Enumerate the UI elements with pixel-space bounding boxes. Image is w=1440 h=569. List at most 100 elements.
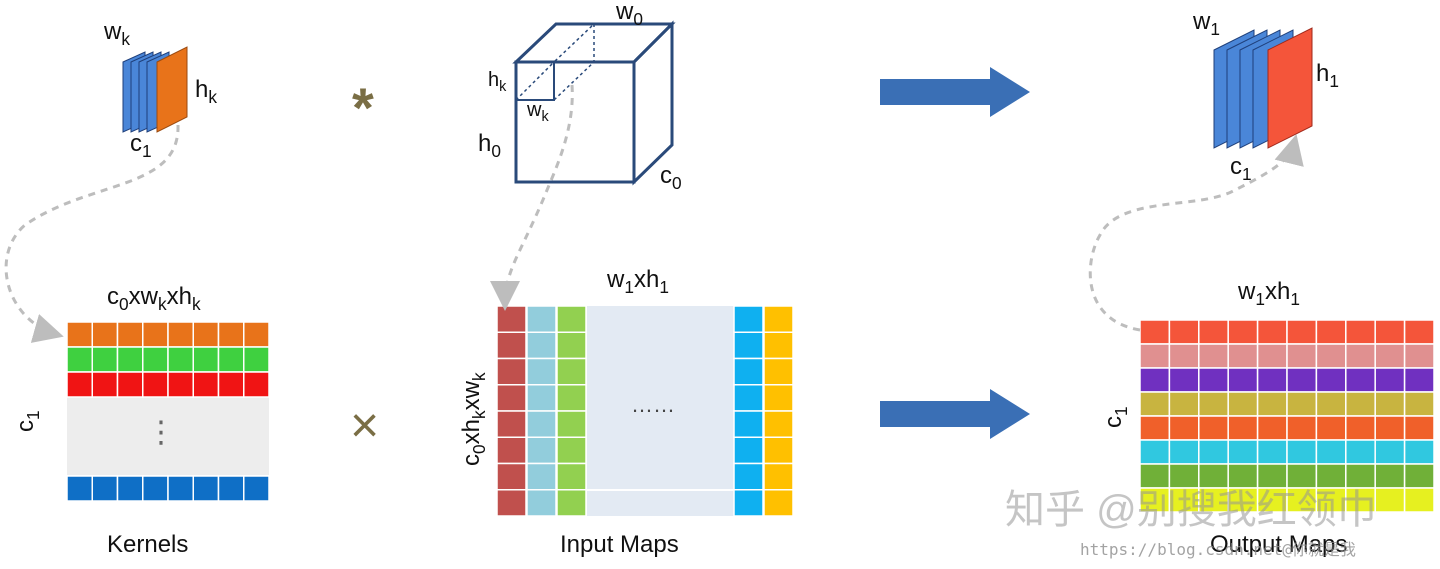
input-cell: [496, 489, 527, 517]
output-cell: [1315, 487, 1347, 513]
input-cell: [733, 462, 764, 491]
input-cell: [733, 384, 764, 412]
kernel-cell: [66, 321, 93, 348]
kernel-cell: [142, 371, 169, 398]
input-cell: [496, 305, 527, 333]
input-cell: [496, 462, 527, 491]
output-cell: [1227, 367, 1259, 393]
kernel-cell: [91, 475, 119, 502]
output-cell: [1374, 487, 1406, 513]
output-cell: [1256, 415, 1288, 441]
output-cell: [1198, 367, 1229, 393]
output-cell: [1198, 415, 1229, 441]
output-cell: [1198, 343, 1229, 369]
kernel-cell: [91, 371, 119, 398]
output-width-label: w1: [1193, 8, 1220, 40]
output-cell: [1403, 415, 1435, 441]
output-cell: [1168, 439, 1200, 465]
kernel-cell: [116, 321, 144, 348]
input-height-label: h0: [478, 130, 501, 162]
output-cell: [1139, 367, 1171, 393]
output-channels-label: c1: [1230, 153, 1252, 185]
output-cell: [1403, 391, 1435, 417]
output-cell: [1374, 319, 1406, 345]
output-height-label: h1: [1316, 60, 1339, 92]
output-cell: [1345, 487, 1376, 513]
output-cell: [1403, 319, 1435, 345]
output-cell: [1403, 487, 1435, 513]
output-cell: [1374, 367, 1406, 393]
kernel-cell: [142, 321, 169, 348]
input-width-label: w0: [616, 0, 643, 30]
input-cell: [526, 462, 557, 491]
input-maps-caption: Input Maps: [560, 531, 679, 558]
output-cell: [1227, 439, 1259, 465]
output-cell: [1168, 415, 1200, 441]
output-cell: [1286, 319, 1318, 345]
kernel-cell: [243, 371, 270, 398]
output-matrix-top-label: w1xh1: [1238, 278, 1300, 310]
output-cell: [1345, 439, 1376, 465]
kernel-cell: [167, 346, 194, 373]
window-width-label: wk: [527, 99, 549, 126]
output-cell: [1403, 439, 1435, 465]
input-cell: [733, 489, 764, 517]
input-cell: [556, 436, 587, 465]
input-cell: [496, 357, 527, 386]
output-cell: [1374, 463, 1406, 489]
arrow-to-output-matrix: [880, 389, 1030, 439]
kernels-matrix-side-label: c1: [12, 410, 44, 432]
output-cell: [1256, 319, 1288, 345]
input-matrix-side-label: c0xhkxwk: [458, 372, 490, 466]
input-cell: [526, 384, 557, 412]
output-cell: [1345, 343, 1376, 369]
input-cell: [733, 305, 764, 333]
kernel-cell: [217, 321, 245, 348]
kernel-cell: [192, 371, 220, 398]
output-cell: [1198, 391, 1229, 417]
kernel-cell: [243, 475, 270, 502]
output-cell: [1256, 367, 1288, 393]
output-cell: [1168, 463, 1200, 489]
input-cell: [763, 436, 794, 465]
kernel-cell: [243, 346, 270, 373]
output-cell: [1198, 439, 1229, 465]
dashed-arrow-input: [490, 84, 574, 311]
output-maps-caption: Output Maps: [1210, 531, 1348, 558]
input-channels-label: c0: [660, 162, 682, 194]
input-cell: [733, 410, 764, 438]
input-cell: [526, 357, 557, 386]
output-cell: [1286, 343, 1318, 369]
output-cell: [1315, 463, 1347, 489]
input-gap: [587, 306, 734, 516]
kernel-cell: [66, 371, 93, 398]
input-cell: [763, 410, 794, 438]
output-cell: [1315, 367, 1347, 393]
kernels-caption: Kernels: [107, 531, 189, 558]
output-cell: [1168, 367, 1200, 393]
output-cell: [1345, 319, 1376, 345]
kernel-cell: [192, 321, 220, 348]
kernel-cell: [66, 475, 93, 502]
kernel-cell: [116, 475, 144, 502]
output-cell: [1139, 319, 1171, 345]
kernel-cell: [91, 346, 119, 373]
output-cell: [1286, 415, 1318, 441]
kernel-front-slice: [156, 46, 188, 133]
kernel-cell: [142, 475, 169, 502]
kernel-cell: [217, 346, 245, 373]
output-cell: [1256, 439, 1288, 465]
input-cell: [526, 305, 557, 333]
output-cell: [1139, 439, 1171, 465]
kernels-ellipsis: ⋮: [146, 416, 176, 449]
output-cell: [1168, 391, 1200, 417]
input-cell: [496, 331, 527, 360]
input-cell: [496, 384, 527, 412]
output-matrix-side-label: c1: [1100, 406, 1132, 428]
kernel-channels-label: c1: [130, 130, 152, 162]
convolve-operator: *: [352, 76, 374, 139]
input-cell: [733, 436, 764, 465]
cube-side-face: [632, 20, 674, 186]
output-cell: [1139, 343, 1171, 369]
